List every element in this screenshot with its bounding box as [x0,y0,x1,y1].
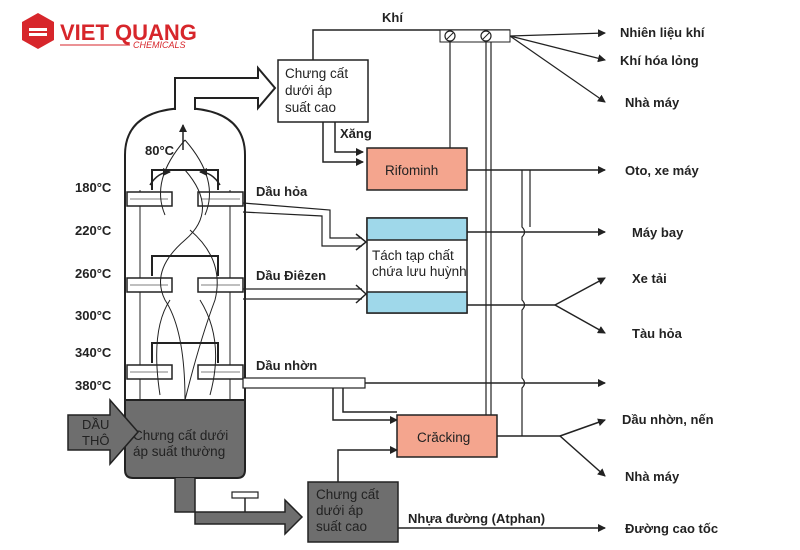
logo-name: VIET QUANG [60,20,197,45]
hp-bottom-line3: suất cao [316,519,367,534]
cracking-unit: Crăcking [396,414,498,458]
output-8: Dầu nhờn, nến [622,412,714,427]
high-pressure-top-unit: Chưng cất dưới áp suất cao [277,59,369,123]
output-7: Tàu hỏa [632,326,683,341]
temp-3: 260°C [75,266,112,281]
hp-bottom-line2: dưới áp [316,503,363,518]
output-6: Xe tải [632,271,667,286]
valve-icon [231,491,259,512]
output-10: Đường cao tốc [625,521,718,536]
output-5: Máy bay [632,225,684,240]
high-pressure-bottom-unit: Chưng cất dưới áp suất cao [307,481,399,543]
outputs: Nhiên liệu khí Khí hóa lỏng Nhà máy Oto,… [620,25,718,536]
output-2: Khí hóa lỏng [620,53,699,68]
column-top-temp: 80°C [145,143,175,158]
stream-dau-hoa: Dầu hỏa [256,184,308,199]
distillation-column: 80°C Chưng cất dưới áp suất thường [124,106,246,479]
temp-2: 220°C [75,223,112,238]
rifominh-unit: Rifominh [366,147,468,191]
hp-top-line1: Chưng cất [285,66,348,81]
hp-top-line2: dưới áp [285,83,332,98]
crude-oil-feed: DẦU THÔ [67,398,139,466]
temp-4: 300°C [75,308,112,323]
sulfur-removal-unit: Tách tạp chất chứa lưu huỳnh [366,217,468,314]
stream-dau-diezen: Dầu Điêzen [256,268,326,283]
top-outlet-arrow [174,65,277,111]
logo-sub: CHEMICALS [133,40,186,50]
rifominh-label: Rifominh [385,163,438,178]
stream-xang: Xăng [340,126,372,141]
tach-line2: chứa lưu huỳnh [372,264,467,279]
temp-1: 180°C [75,180,112,195]
output-4: Oto, xe máy [625,163,699,178]
bottom-outlet-arrow [174,478,304,536]
temperature-scale: 180°C 220°C 260°C 300°C 340°C 380°C [75,180,112,393]
output-9: Nhà máy [625,469,680,484]
feed-label-2: THÔ [82,433,109,448]
output-3: Nhà máy [625,95,680,110]
company-logo: VIET QUANG CHEMICALS [22,13,197,50]
hp-top-line3: suất cao [285,100,336,115]
cracking-label: Crăcking [417,430,470,445]
temp-6: 380°C [75,378,112,393]
temp-5: 340°C [75,345,112,360]
stream-dau-nhon: Dầu nhờn [256,358,317,373]
output-1: Nhiên liệu khí [620,25,705,40]
stream-nhua-duong: Nhựa đường (Atphan) [408,511,545,526]
column-bottom-label-1: Chưng cất dưới [133,428,228,443]
stream-khi: Khí [382,10,403,25]
column-bottom-label-2: áp suất thường [133,444,225,459]
tach-line1: Tách tạp chất [372,248,454,263]
feed-label-1: DẦU [82,417,109,432]
hp-bottom-line1: Chưng cất [316,487,379,502]
